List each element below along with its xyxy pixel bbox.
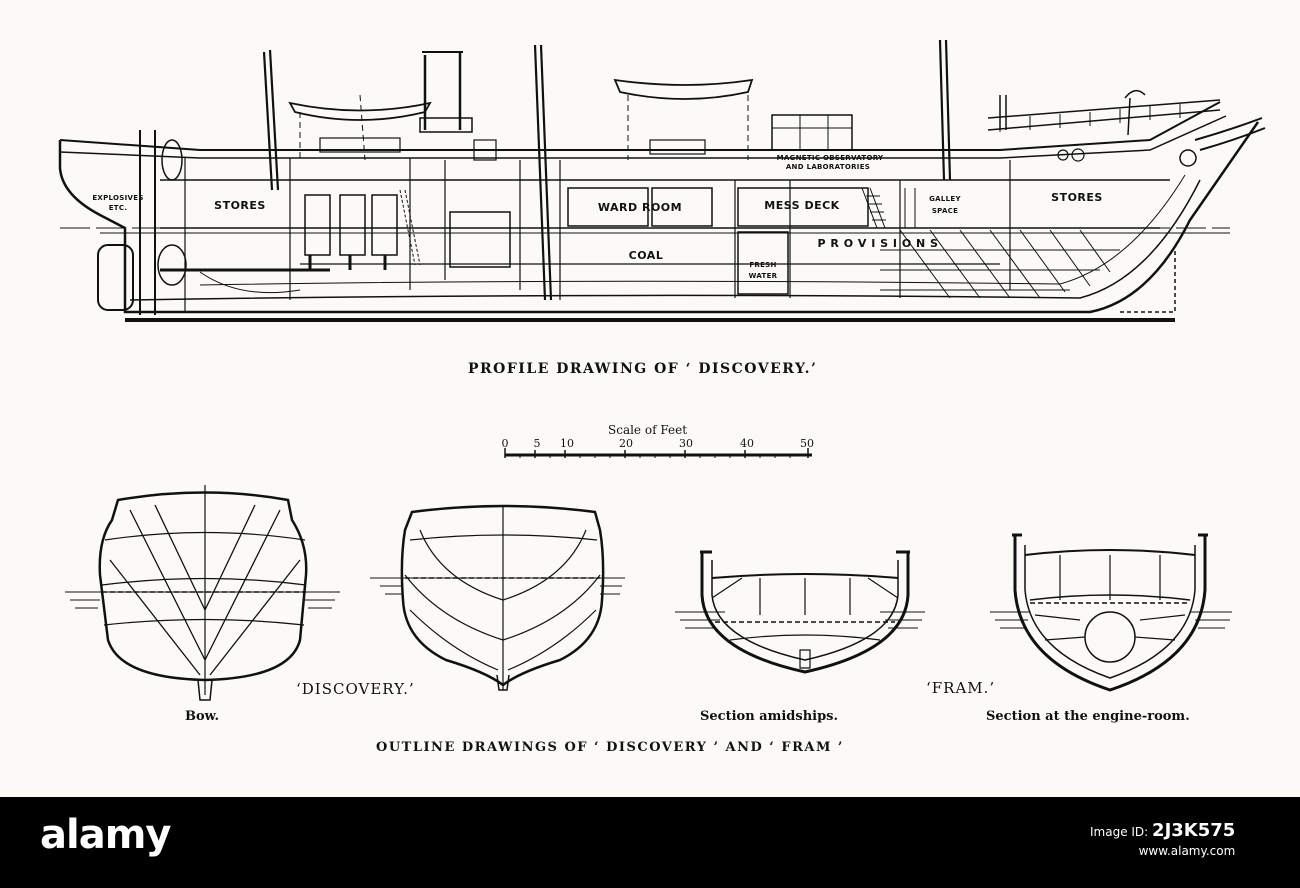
scale-tick-label: 10 <box>560 437 574 450</box>
brand-logo: alamy <box>40 812 171 858</box>
label-provisions: P R O V I S I O N S <box>818 237 939 250</box>
scale-tick-labels: 0 5 10 20 30 40 50 <box>502 437 815 450</box>
scale-title: Scale of Feet <box>608 423 688 437</box>
label-fresh: FRESH <box>749 261 776 269</box>
engraving-plate: EXPLOSIVES ETC. STORES WARD ROOM MESS DE… <box>58 39 1266 755</box>
outline-caption: OUTLINE DRAWINGS OF ‘ DISCOVERY ’ AND ‘ … <box>376 740 844 755</box>
profile-compartment-labels: EXPLOSIVES ETC. STORES WARD ROOM MESS DE… <box>92 154 1103 280</box>
image-id-prefix: Image ID: <box>1090 825 1149 839</box>
amidships-label: Section amidships. <box>700 709 839 724</box>
scale-tick-label: 0 <box>502 437 509 450</box>
engine-room-label: Section at the engine-room. <box>986 709 1190 724</box>
label-mess-deck: MESS DECK <box>764 199 839 212</box>
label-laboratories: AND LABORATORIES <box>786 163 870 171</box>
fram-label: ‘FRAM.’ <box>926 679 996 697</box>
scale-tick-label: 30 <box>679 437 693 450</box>
image-id: 2J3K575 <box>1152 820 1236 841</box>
label-water: WATER <box>749 272 778 280</box>
label-magnetic-observatory: MAGNETIC OBSERVATORY <box>777 154 884 162</box>
profile-caption: PROFILE DRAWING OF ‘ DISCOVERY.’ <box>468 361 818 377</box>
fram-amidships-section-drawing <box>675 550 925 674</box>
bow-section-drawing <box>65 485 340 701</box>
stern-section-drawing <box>370 504 625 691</box>
scale-tick-label: 40 <box>740 437 754 450</box>
bow-label: Bow. <box>185 709 220 724</box>
label-space: SPACE <box>932 207 958 215</box>
discovery-label: ‘DISCOVERY.’ <box>296 680 415 698</box>
label-explosives: EXPLOSIVES <box>92 194 143 202</box>
scale-tick-label: 20 <box>619 437 633 450</box>
label-explosives-etc: ETC. <box>109 204 128 212</box>
image-reference: Image ID: 2J3K575 www.alamy.com <box>1090 818 1235 860</box>
scale-tick-label: 50 <box>800 437 814 450</box>
label-stores-aft: STORES <box>214 199 266 212</box>
ship-drawings: EXPLOSIVES ETC. STORES WARD ROOM MESS DE… <box>58 39 1266 701</box>
label-coal: COAL <box>629 249 664 262</box>
label-galley: GALLEY <box>929 195 961 203</box>
fram-engine-room-section-drawing <box>990 533 1232 692</box>
label-stores-fore: STORES <box>1051 191 1103 204</box>
site-url: www.alamy.com <box>1138 844 1236 859</box>
label-ward-room: WARD ROOM <box>598 201 682 214</box>
watermark-footer <box>0 797 1300 888</box>
scale-tick-label: 5 <box>534 437 541 450</box>
profile-drawing <box>58 39 1266 322</box>
scale-bar <box>504 448 812 458</box>
